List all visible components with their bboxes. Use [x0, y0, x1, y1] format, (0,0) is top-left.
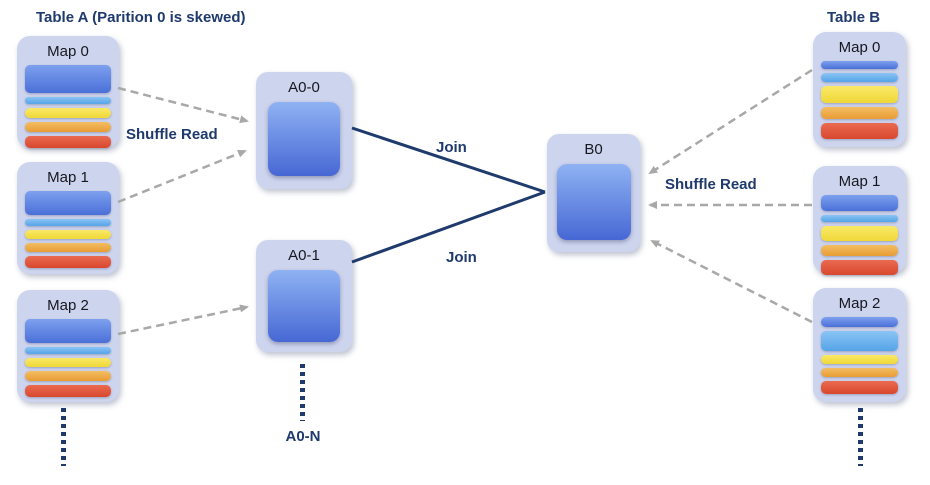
blue-data-bar	[821, 195, 898, 211]
partition-block	[556, 164, 631, 240]
blue-data-bar	[821, 61, 898, 69]
partition-block	[268, 270, 340, 342]
table-a-title: Table A (Parition 0 is skewed)	[36, 9, 246, 26]
shuffle-arrow-a-map0-to-a00	[117, 86, 249, 124]
yellow-data-bar	[25, 358, 111, 367]
orange-data-bar	[821, 107, 898, 119]
yellow-data-bar	[821, 355, 898, 364]
partition-a0-0: A0-0	[256, 72, 352, 189]
table-a-map-1: Map 1	[17, 162, 119, 274]
map-label: Map 2	[47, 297, 89, 314]
shuffle-arrow-b-map0-to-b0	[648, 68, 813, 175]
blue-data-bar	[25, 191, 111, 215]
partition-block	[268, 102, 340, 176]
orange-data-bar	[821, 245, 898, 256]
yellow-data-bar	[821, 226, 898, 241]
blue-data-bar	[821, 317, 898, 327]
orange-data-bar	[821, 368, 898, 377]
skyblue-data-bar	[25, 97, 111, 104]
table-b-map-2: Map 2	[813, 288, 906, 402]
join-bottom-label: Join	[446, 249, 477, 266]
map-label: Map 0	[838, 39, 881, 56]
table-a-ellipsis-dots	[61, 408, 66, 466]
partition-a0-1: A0-1	[256, 240, 352, 352]
partition-bars	[25, 319, 111, 397]
table-b-map-0: Map 0	[813, 32, 906, 147]
shuffle-read-right-label: Shuffle Read	[665, 176, 757, 193]
partition-label: B0	[584, 141, 603, 158]
red-data-bar	[821, 123, 898, 139]
red-data-bar	[25, 385, 111, 397]
map-label: Map 1	[47, 169, 89, 186]
table-b-title: Table B	[827, 9, 881, 26]
table-b-ellipsis-dots	[858, 408, 863, 466]
partition-bars	[25, 65, 111, 148]
red-data-bar	[821, 260, 898, 275]
skyblue-data-bar	[821, 215, 898, 222]
red-data-bar	[25, 256, 111, 268]
table-a-map-0: Map 0	[17, 36, 119, 148]
yellow-data-bar	[25, 230, 111, 239]
shuffle-read-left-label: Shuffle Read	[126, 126, 218, 143]
map-label: Map 2	[838, 295, 881, 312]
shuffle-arrow-a-map2-to-a01	[117, 304, 249, 336]
orange-data-bar	[25, 243, 111, 252]
partition-bars	[25, 191, 111, 268]
orange-data-bar	[25, 122, 111, 132]
partition-bars	[821, 317, 898, 394]
red-data-bar	[821, 381, 898, 394]
table-a-map-2: Map 2	[17, 290, 119, 402]
partition-label: A0-0	[288, 79, 320, 96]
map-label: Map 0	[47, 43, 89, 60]
partition-bars	[821, 61, 898, 139]
map-label: Map 1	[838, 173, 881, 190]
skyblue-data-bar	[821, 73, 898, 82]
blue-data-bar	[25, 65, 111, 93]
join-top-label: Join	[436, 139, 467, 156]
partition-bars	[821, 195, 898, 275]
shuffle-arrow-b-map2-to-b0	[650, 239, 813, 324]
skyblue-data-bar	[25, 219, 111, 226]
orange-data-bar	[25, 371, 111, 381]
yellow-data-bar	[25, 108, 111, 118]
shuffle-arrow-a-map1-to-a00	[117, 149, 247, 204]
join-line-a00-b0	[351, 126, 546, 194]
partition-label: A0-1	[288, 247, 320, 264]
a0-ellipsis-dots	[300, 364, 305, 421]
skyblue-data-bar	[25, 347, 111, 354]
blue-data-bar	[25, 319, 111, 343]
yellow-data-bar	[821, 86, 898, 103]
partition-b0: B0	[547, 134, 640, 252]
skyblue-data-bar	[821, 331, 898, 351]
red-data-bar	[25, 136, 111, 148]
table-b-map-1: Map 1	[813, 166, 906, 275]
a0-n-label: A0-N	[285, 428, 321, 445]
